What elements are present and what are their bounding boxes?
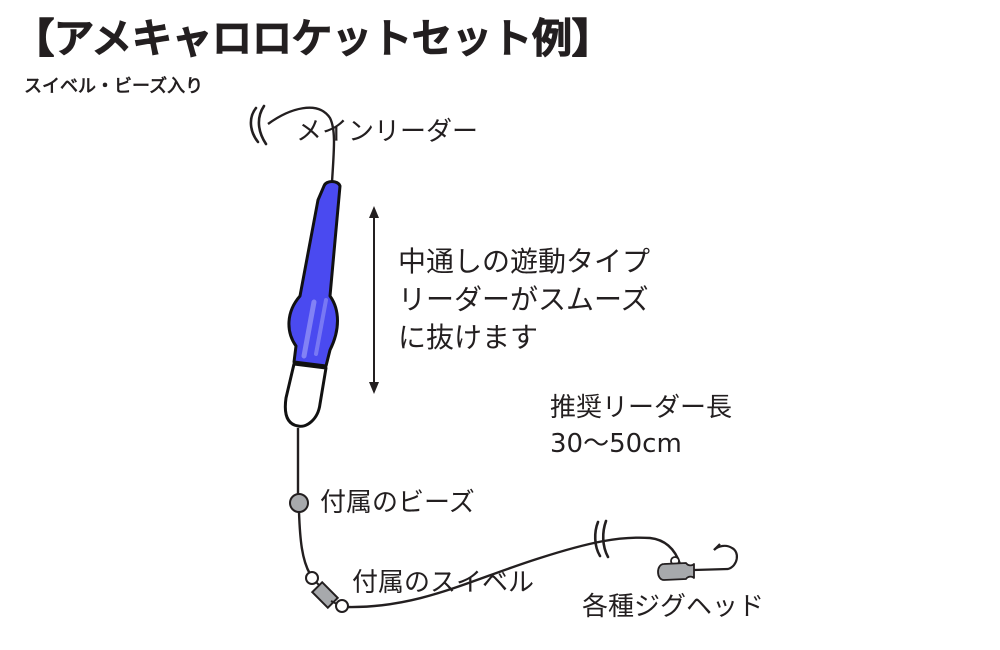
description-line: リーダーがスムーズ [398, 283, 649, 316]
page-title: 【アメキャロロケットセット例】 [13, 15, 612, 62]
line-break-icon [249, 104, 268, 146]
rocket-float-icon [283, 180, 342, 428]
swivel-icon [305, 571, 349, 613]
float-description: 中通しの遊動タイプ リーダーがスムーズ に抜けます [398, 243, 650, 357]
main-leader-line [267, 106, 336, 183]
line-break-icon [593, 519, 610, 559]
recommended-leader-length: 推奨リーダー長 30〜50cm [550, 390, 732, 462]
page-subtitle: スイベル・ビーズ入り [24, 76, 204, 97]
jighead-label: 各種ジグヘッド [582, 592, 765, 622]
description-line: 中通しの遊動タイプ [398, 245, 651, 278]
swivel-label: 付属のスイベル [352, 568, 535, 598]
recommended-title: 推奨リーダー長 [550, 393, 733, 423]
bead-icon [289, 493, 309, 513]
description-line: に抜けます [398, 321, 539, 354]
double-arrow-icon [369, 206, 379, 394]
jighead-icon [657, 543, 738, 581]
main-leader-label: メインリーダー [296, 117, 479, 147]
recommended-value: 30〜50cm [550, 429, 682, 459]
bead-label: 付属のビーズ [320, 488, 475, 518]
